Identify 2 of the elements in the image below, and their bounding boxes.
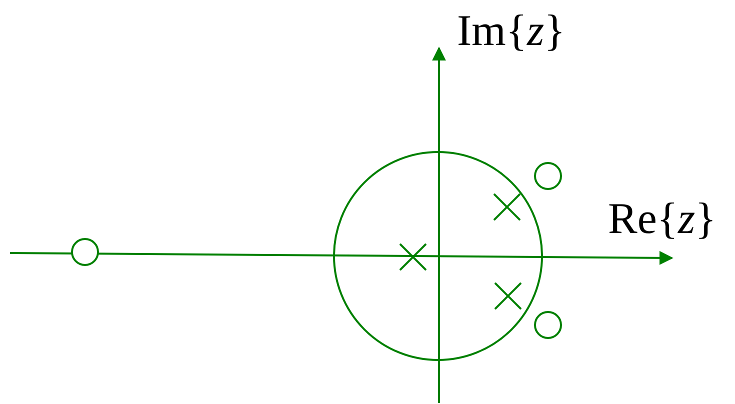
axis-label: Re{z} <box>608 197 716 241</box>
axis-label: Im{z} <box>457 9 566 53</box>
